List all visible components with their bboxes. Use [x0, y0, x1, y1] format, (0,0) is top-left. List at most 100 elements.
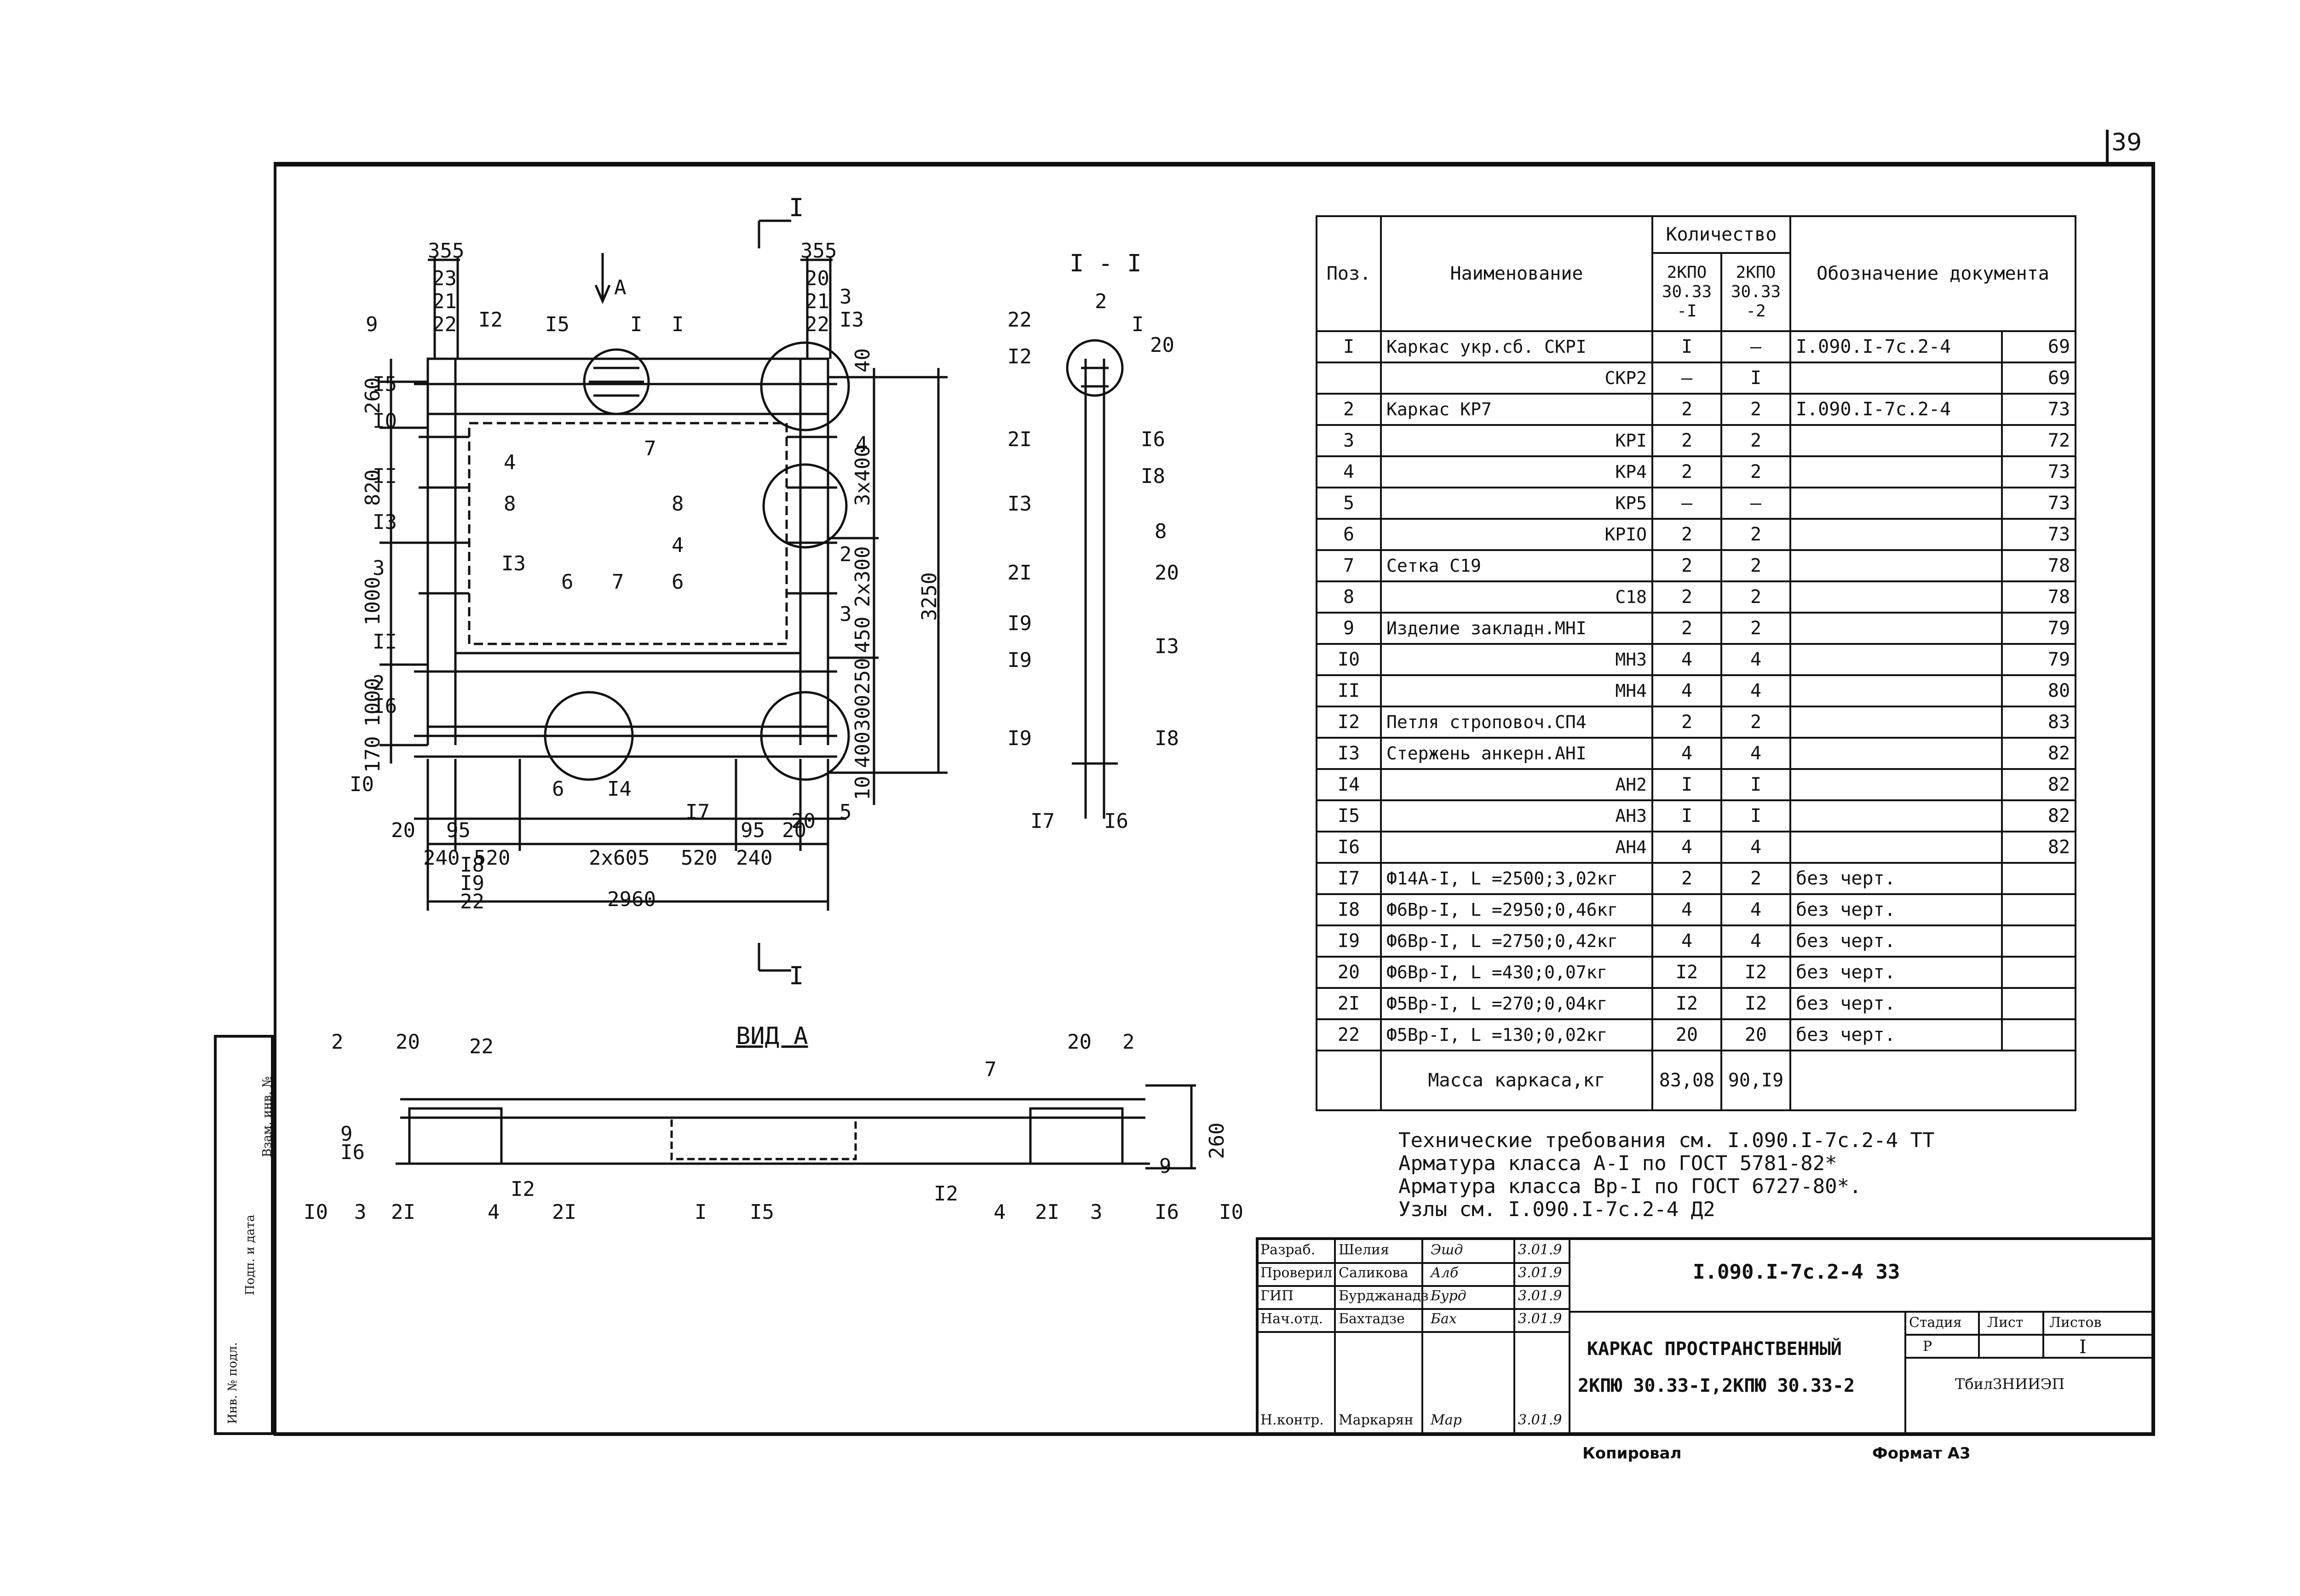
view-a-label: I2: [511, 1177, 535, 1201]
plan-bottom-dim-5: 2x605: [589, 846, 650, 870]
row-qty2: 20: [1720, 1018, 1792, 1051]
tb-divider: [1421, 1237, 1423, 1435]
view-a-drawing: ВИД А 2 20 22 7 20 2 9 I6 I2 I0 3 2I 4 2…: [304, 1022, 1243, 1224]
section-label: I9: [1007, 612, 1032, 635]
plan-label: I7: [685, 800, 710, 824]
technical-notes: Технические требования см. I.090.I-7c.2-…: [1398, 1129, 1935, 1221]
plan-right-dim-1: 40: [851, 348, 874, 373]
row-doc: без черт.: [1789, 1018, 2003, 1051]
row-qty1: 4: [1651, 674, 1722, 707]
mass-label: Масса каркаса,кг: [1380, 1050, 1653, 1111]
signature-name: Маркарян: [1339, 1412, 1414, 1428]
row-name: АН2: [1380, 768, 1653, 801]
row-qty2: 2: [1720, 612, 1792, 645]
row-qty1: 2: [1651, 706, 1722, 739]
row-doc: без черт.: [1789, 893, 2003, 926]
stage-label: Стадия: [1909, 1315, 1962, 1331]
row-pos: I3: [1316, 737, 1382, 770]
plan-label: I3: [840, 308, 864, 332]
row-qty1: I: [1651, 330, 1722, 363]
section-label: I8: [1155, 727, 1179, 750]
row-name: АН3: [1380, 799, 1653, 832]
row-qty2: 2: [1720, 706, 1792, 739]
row-pos: 2: [1316, 393, 1382, 426]
side-stamp: Инв. № подл. Подп. и дата Взам. инв. №: [214, 1035, 274, 1435]
plan-top-dim-left-3: 21: [432, 290, 457, 313]
header-qty: Количество: [1651, 215, 1792, 254]
plan-section-mark-bottom: I: [789, 961, 804, 990]
row-qty1: 2: [1651, 580, 1722, 614]
plan-label: I: [630, 313, 643, 336]
section-label: I: [1132, 313, 1144, 336]
section-label: I7: [1030, 809, 1055, 833]
row-page: [2001, 987, 2077, 1020]
plan-label: I5: [545, 313, 569, 336]
row-qty1: 2: [1651, 518, 1722, 551]
view-a-label: 2I: [1035, 1200, 1059, 1224]
row-qty1: I2: [1651, 956, 1722, 989]
plan-bottom-dim-4: 520: [474, 846, 510, 870]
plan-label: 4: [504, 451, 516, 474]
row-page: 82: [2001, 737, 2077, 770]
section-label: I2: [1007, 345, 1032, 368]
plan-bottom-dim-7: 240: [736, 846, 772, 870]
qty-col1-line2: 30.33: [1662, 282, 1712, 301]
plan-label: 2: [840, 543, 852, 566]
row-name: КР5: [1380, 487, 1653, 520]
plan-label: 5: [840, 800, 852, 824]
row-qty2: I: [1720, 362, 1792, 395]
mass-q1: 83,08: [1651, 1050, 1722, 1111]
row-page: 80: [2001, 674, 2077, 707]
view-a-label: I6: [1155, 1200, 1179, 1224]
row-name: С18: [1380, 580, 1653, 614]
row-qty1: I2: [1651, 987, 1722, 1020]
plan-bottom-dim-9: 20: [782, 819, 806, 842]
row-name: МН3: [1380, 643, 1653, 676]
view-a-label: 4: [994, 1200, 1006, 1224]
signature-name: Саликова: [1339, 1265, 1409, 1281]
row-qty2: I2: [1720, 956, 1792, 989]
row-qty2: 2: [1720, 549, 1792, 582]
plan-label: 2: [373, 672, 385, 695]
row-name: МН4: [1380, 674, 1653, 707]
row-doc: [1789, 799, 2003, 832]
row-doc: без черт.: [1789, 924, 2003, 958]
row-pos: [1316, 362, 1382, 395]
row-page: 79: [2001, 643, 2077, 676]
row-doc: [1789, 643, 2003, 676]
tb-divider: [1256, 1262, 1569, 1264]
row-name: КР4: [1380, 455, 1653, 488]
plan-label: II: [373, 465, 397, 488]
row-qty1: –: [1651, 487, 1722, 520]
section-drawing: I - I 22 I2 2I I3 2I I9 I9 I9 I7 2 I 20 …: [1007, 250, 1179, 833]
row-doc: [1789, 674, 2003, 707]
page-number: 39: [2111, 129, 2142, 156]
row-name: Ф14А-I, L =2500;3,02кг: [1380, 862, 1653, 895]
row-qty1: 4: [1651, 643, 1722, 676]
plan-label: 4: [672, 534, 684, 557]
section-label: 2: [1095, 290, 1107, 313]
plan-left-dim-1: 260: [361, 378, 385, 414]
tb-divider: [1256, 1331, 1569, 1333]
plan-label: 6: [672, 570, 684, 594]
plan-bottom-sub-1: I8: [460, 853, 484, 877]
signature-role: ГИП: [1260, 1288, 1294, 1304]
plan-label: 3: [373, 557, 385, 580]
plan-bottom-dim-2: 95: [446, 819, 471, 842]
signature-name: Бурджанадз: [1339, 1288, 1429, 1304]
plan-label: 3: [840, 603, 852, 626]
row-page: 73: [2001, 487, 2077, 520]
footer-copied: Копировал: [1582, 1444, 1682, 1463]
row-page: 78: [2001, 549, 2077, 582]
row-qty2: 4: [1720, 924, 1792, 958]
plan-bottom-dim-8: 95: [741, 819, 765, 842]
row-qty2: 2: [1720, 580, 1792, 614]
row-page: 73: [2001, 518, 2077, 551]
section-label: 2I: [1007, 428, 1032, 451]
